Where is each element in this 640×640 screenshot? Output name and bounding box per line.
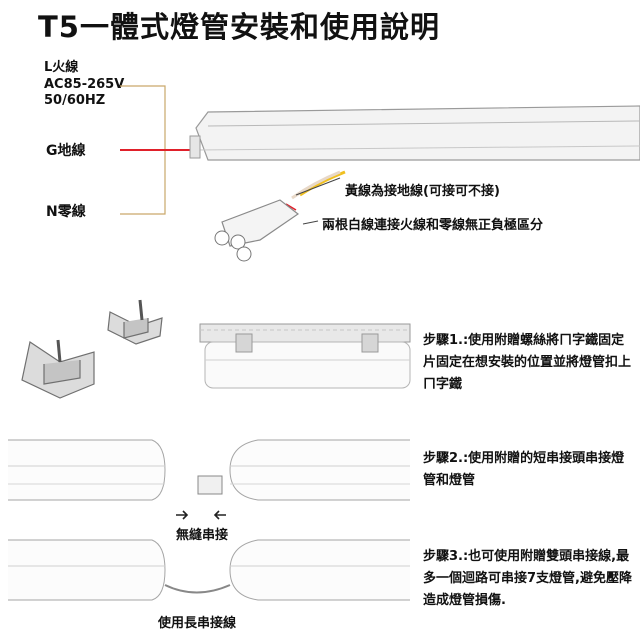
mounting-clip-illustration [21,299,163,399]
voltage-label: AC85-265V [44,77,125,92]
step3-illustration [8,539,410,601]
step2-illustration [8,439,410,520]
step3-text: 步驟3.:也可使用附贈雙頭串接線,最多一個迴路可串接7支燈管,避免壓降造成燈管損… [423,549,632,608]
seamless-caption: 無縫串接 [176,528,229,543]
top-lamp-tube [189,105,640,161]
white-wires-note: 兩根白線連接火線和零線無正負極區分 [322,218,544,233]
connector-cable [214,170,346,262]
yellow-wire-note: 黃線為接地線(可接可不接) [345,184,500,199]
neutral-wire-label: N零線 [46,204,86,220]
frequency-label: 50/60HZ [44,93,106,108]
page-title: T5一體式燈管安裝和使用說明 [38,10,440,44]
long-cable-caption: 使用長串接線 [158,616,237,631]
step1-illustration [199,323,411,389]
step1-text: 步驟1.:使用附贈螺絲將ㄇ字鐵固定片固定在想安裝的位置並將燈管扣上ㄇ字鐵 [423,333,632,392]
step2-text: 步驟2.:使用附贈的短串接頭串接燈管和燈管 [423,451,625,488]
ground-wire-label: G地線 [46,143,86,159]
live-wire-label: L火線 [44,60,79,75]
